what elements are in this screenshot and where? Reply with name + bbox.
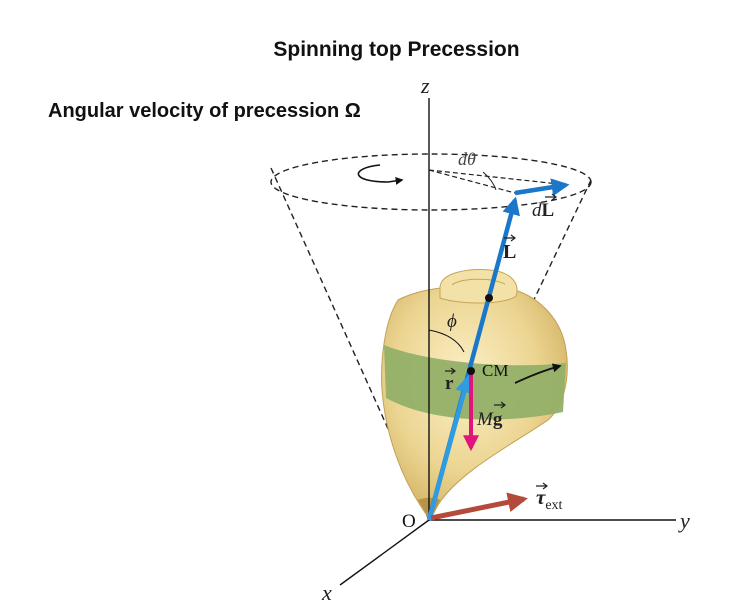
L-vector-mark-icon <box>504 234 516 242</box>
coordinate-axes <box>339 98 676 586</box>
torque-vector-mark-icon <box>536 482 548 490</box>
spinning-top <box>381 269 568 521</box>
dL-arrow <box>514 178 570 197</box>
r-arrow <box>426 374 473 521</box>
diagram-title: Spinning top Precession <box>273 38 520 61</box>
phi-label: ϕ <box>447 311 457 332</box>
x-axis-label: x <box>321 580 332 605</box>
spin-arrow-icon <box>514 363 562 384</box>
precession-label: Angular velocity of precession Ω <box>48 100 361 122</box>
y-axis-label: y <box>678 508 690 533</box>
torque-label: τext <box>536 485 563 513</box>
phi-arc <box>428 329 465 353</box>
r-vector-mark-icon <box>445 367 456 375</box>
center-of-mass-point <box>467 367 475 375</box>
precession-arrow-icon <box>357 164 404 185</box>
dL-label: dL <box>532 200 554 221</box>
Mg-vector-mark-icon <box>494 401 506 409</box>
dtheta-lines <box>428 169 569 194</box>
torque-arrow <box>430 492 528 521</box>
dL-vector-mark-icon <box>545 193 557 201</box>
dtheta-label: dθ <box>458 149 476 169</box>
origin-label: O <box>402 511 416 532</box>
dtheta-arc <box>482 171 497 191</box>
r-label: r <box>445 373 454 394</box>
L-label: L <box>503 241 516 263</box>
x-axis <box>339 519 430 586</box>
Mg-label: Mg <box>476 409 503 430</box>
z-axis-label: z <box>420 73 430 98</box>
cm-label: CM <box>482 361 508 380</box>
L-midpoint <box>485 294 493 302</box>
